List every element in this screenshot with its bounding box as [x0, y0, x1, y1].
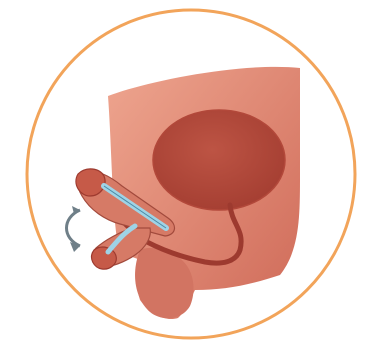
glans-upper: [76, 169, 105, 196]
bladder: [153, 110, 285, 210]
